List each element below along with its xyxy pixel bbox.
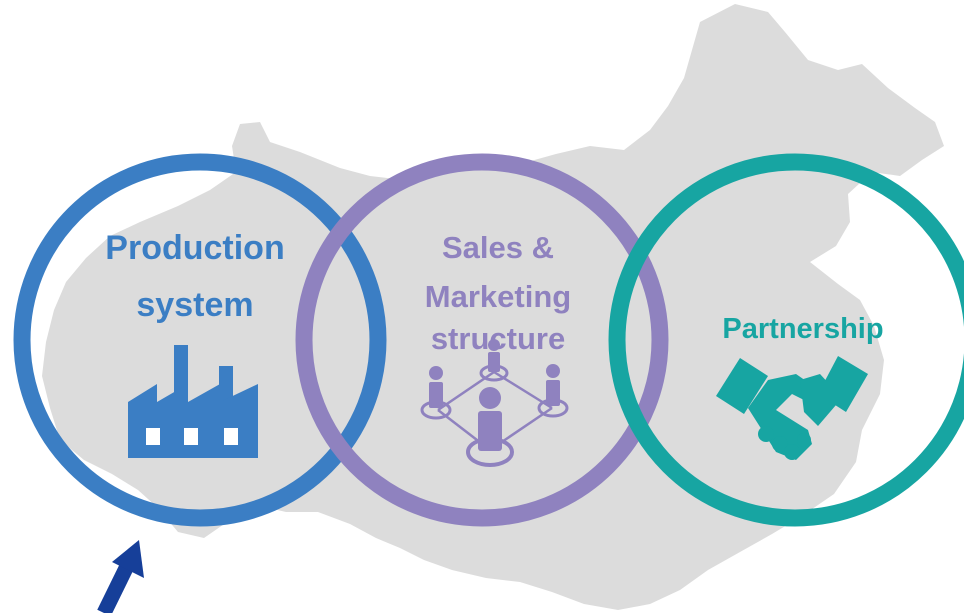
china-map-silhouette — [42, 4, 944, 610]
factory-icon — [128, 345, 258, 458]
production-circle — [13, 153, 387, 527]
sales-circle — [295, 153, 669, 527]
partnership-circle — [608, 153, 964, 527]
people-network-icon — [420, 339, 569, 467]
handshake-icon — [716, 356, 868, 460]
up-right-arrow-icon — [97, 540, 144, 613]
